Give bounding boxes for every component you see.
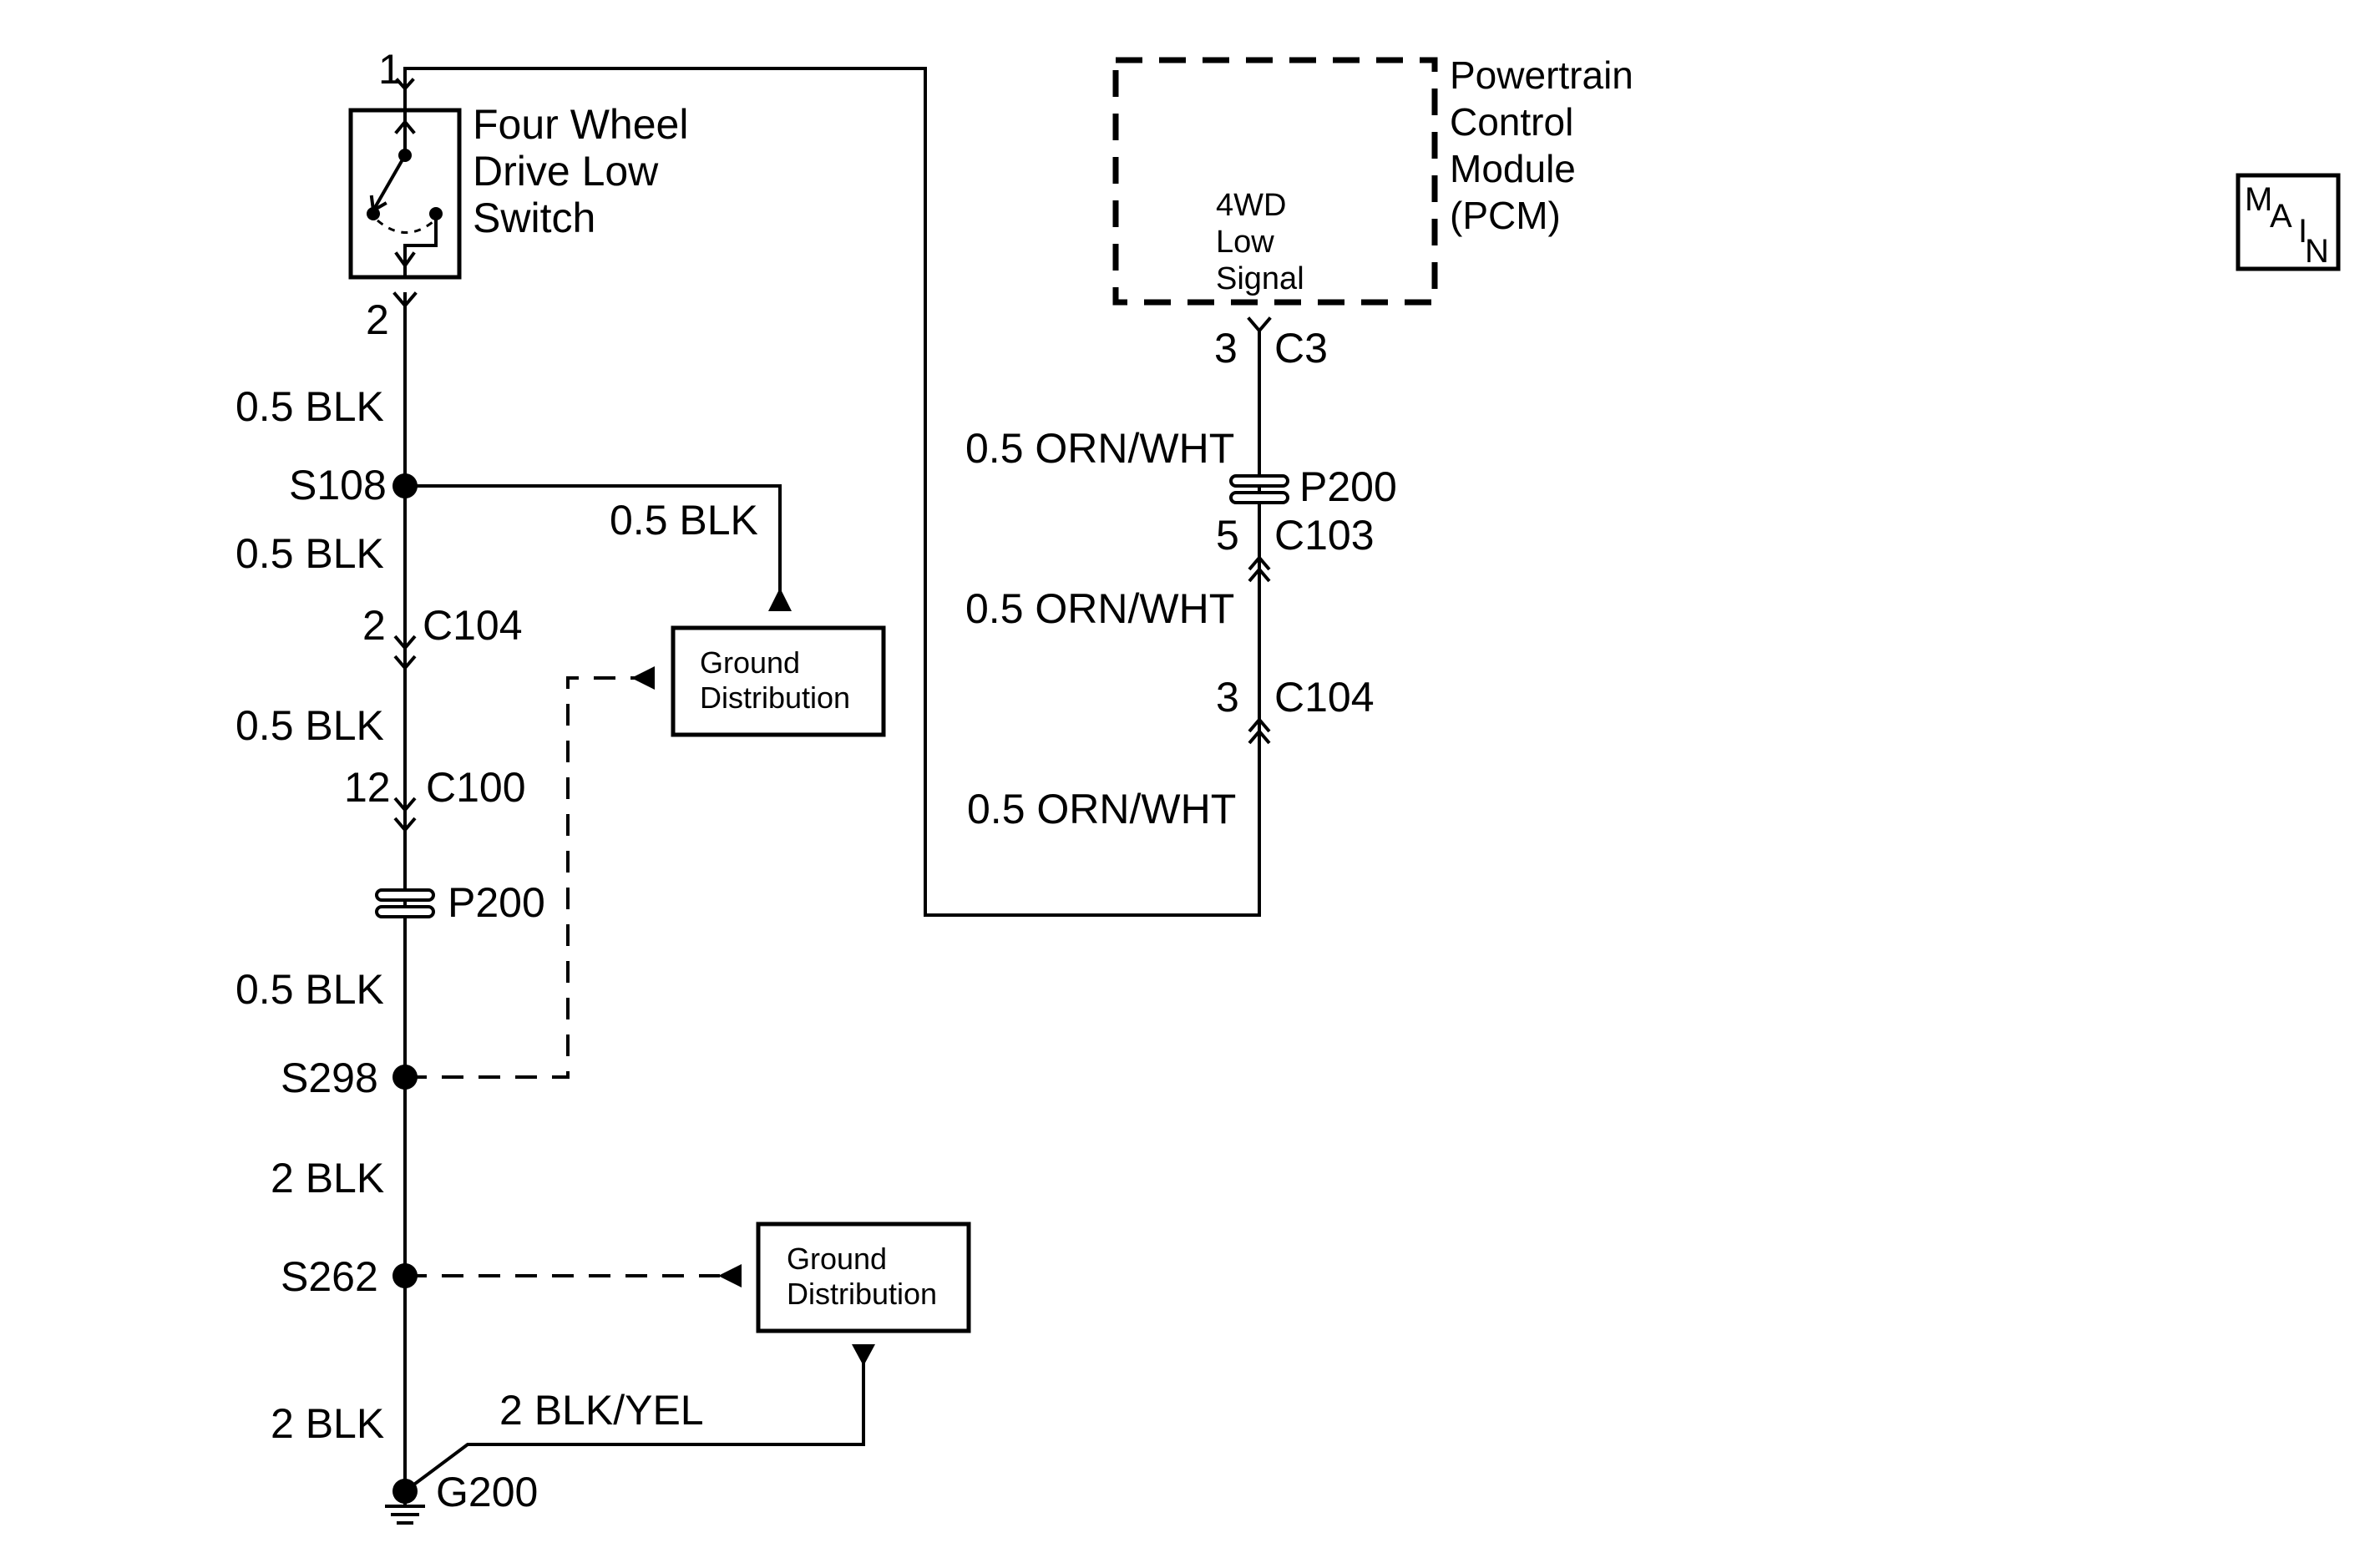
passthrough-p200-right-name: P200: [1299, 463, 1397, 510]
pcm-box: [1112, 57, 1438, 306]
g200-branch-wire: [403, 1361, 865, 1494]
right-wire-label-1: 0.5 ORN/WHT: [965, 425, 1234, 472]
switch-name-line-3: Switch: [473, 195, 595, 241]
g200-branch-wire-label: 2 BLK/YEL: [499, 1387, 704, 1434]
connector-c104-left-name: C104: [423, 602, 523, 649]
main-badge-a: A: [2270, 198, 2292, 235]
switch-name-line-1: Four Wheel: [473, 101, 688, 148]
left-wire-label-2: 0.5 BLK: [235, 530, 384, 577]
left-wire-label-5: 2 BLK: [271, 1155, 384, 1201]
s108-branch-wire: [403, 484, 782, 601]
s108-branch-wire-label: 0.5 BLK: [610, 497, 758, 544]
ground-distribution-box-2: Ground Distribution: [756, 1222, 971, 1333]
ground-distribution-box-1: Ground Distribution: [671, 625, 886, 737]
s108-branch-arrow: [768, 588, 792, 611]
connector-c104-left-pin: 2: [362, 602, 386, 649]
connector-c100-name: C100: [426, 764, 526, 811]
splice-s298-label: S298: [281, 1055, 378, 1101]
s298-dashed-arrow: [631, 666, 655, 690]
pcm-name-line-3: Module: [1450, 147, 1576, 190]
main-badge-n: N: [2305, 233, 2329, 270]
pcm-c3-name: C3: [1274, 325, 1328, 372]
switch-pin-2-label: 2: [366, 296, 389, 343]
splice-s262-label: S262: [281, 1253, 378, 1300]
ground-g200-label: G200: [436, 1469, 538, 1515]
connector-c103: [1248, 554, 1271, 583]
connector-c100-pin: 12: [344, 764, 391, 811]
splice-s108-label: S108: [289, 462, 387, 508]
left-wire-label-4: 0.5 BLK: [235, 966, 384, 1013]
connector-c104-right-name: C104: [1274, 674, 1375, 721]
connector-c103-name: C103: [1274, 512, 1375, 559]
s262-dashed-arrow: [718, 1264, 742, 1287]
s298-dashed-wire: [405, 676, 635, 1079]
ground-distribution-2-line-1: Ground: [787, 1242, 887, 1276]
pcm-name-line-2: Control: [1450, 100, 1573, 144]
passthrough-p200-right: [1229, 474, 1289, 504]
pcm-c3-pin: 3: [1214, 325, 1238, 372]
switch-pin-1-terminal: [395, 67, 1261, 917]
left-wire-label-6: 2 BLK: [271, 1400, 384, 1447]
passthrough-p200-left-name: P200: [448, 879, 545, 926]
ground-dist-2-arrow: [852, 1344, 875, 1366]
pcm-signal-line-3: Signal: [1216, 261, 1304, 296]
pcm-signal-line-1: 4WD: [1216, 188, 1286, 223]
main-navigation-badge[interactable]: M A I N: [2236, 173, 2341, 271]
right-wire-label-3: 0.5 ORN/WHT: [967, 786, 1236, 832]
left-wire-label-3: 0.5 BLK: [235, 702, 384, 749]
ground-distribution-1-line-2: Distribution: [700, 680, 850, 715]
connector-c104-left: [393, 635, 417, 671]
main-badge-m: M: [2245, 181, 2272, 218]
connector-c104-right: [1248, 716, 1271, 745]
connector-c100: [393, 797, 417, 833]
main-badge-i: I: [2298, 213, 2307, 250]
passthrough-p200-left: [375, 888, 435, 918]
connector-c103-pin: 5: [1216, 512, 1239, 559]
pcm-name-line-4: (PCM): [1450, 194, 1561, 237]
pcm-c3-terminal: [1247, 316, 1272, 334]
switch-pin-1-label: 1: [378, 46, 402, 93]
pcm-name-line-1: Powertrain: [1450, 53, 1633, 97]
left-wire-label-1: 0.5 BLK: [235, 383, 384, 430]
ground-symbol-icon: [385, 1490, 425, 1525]
switch-name-line-2: Drive Low: [473, 148, 659, 195]
ground-distribution-2-line-2: Distribution: [787, 1277, 937, 1311]
pcm-signal-line-2: Low: [1216, 225, 1274, 260]
right-wire-label-2: 0.5 ORN/WHT: [965, 585, 1234, 632]
four-wheel-drive-low-switch: [348, 108, 462, 280]
ground-distribution-1-line-1: Ground: [700, 645, 800, 680]
connector-c104-right-pin: 3: [1216, 674, 1239, 721]
